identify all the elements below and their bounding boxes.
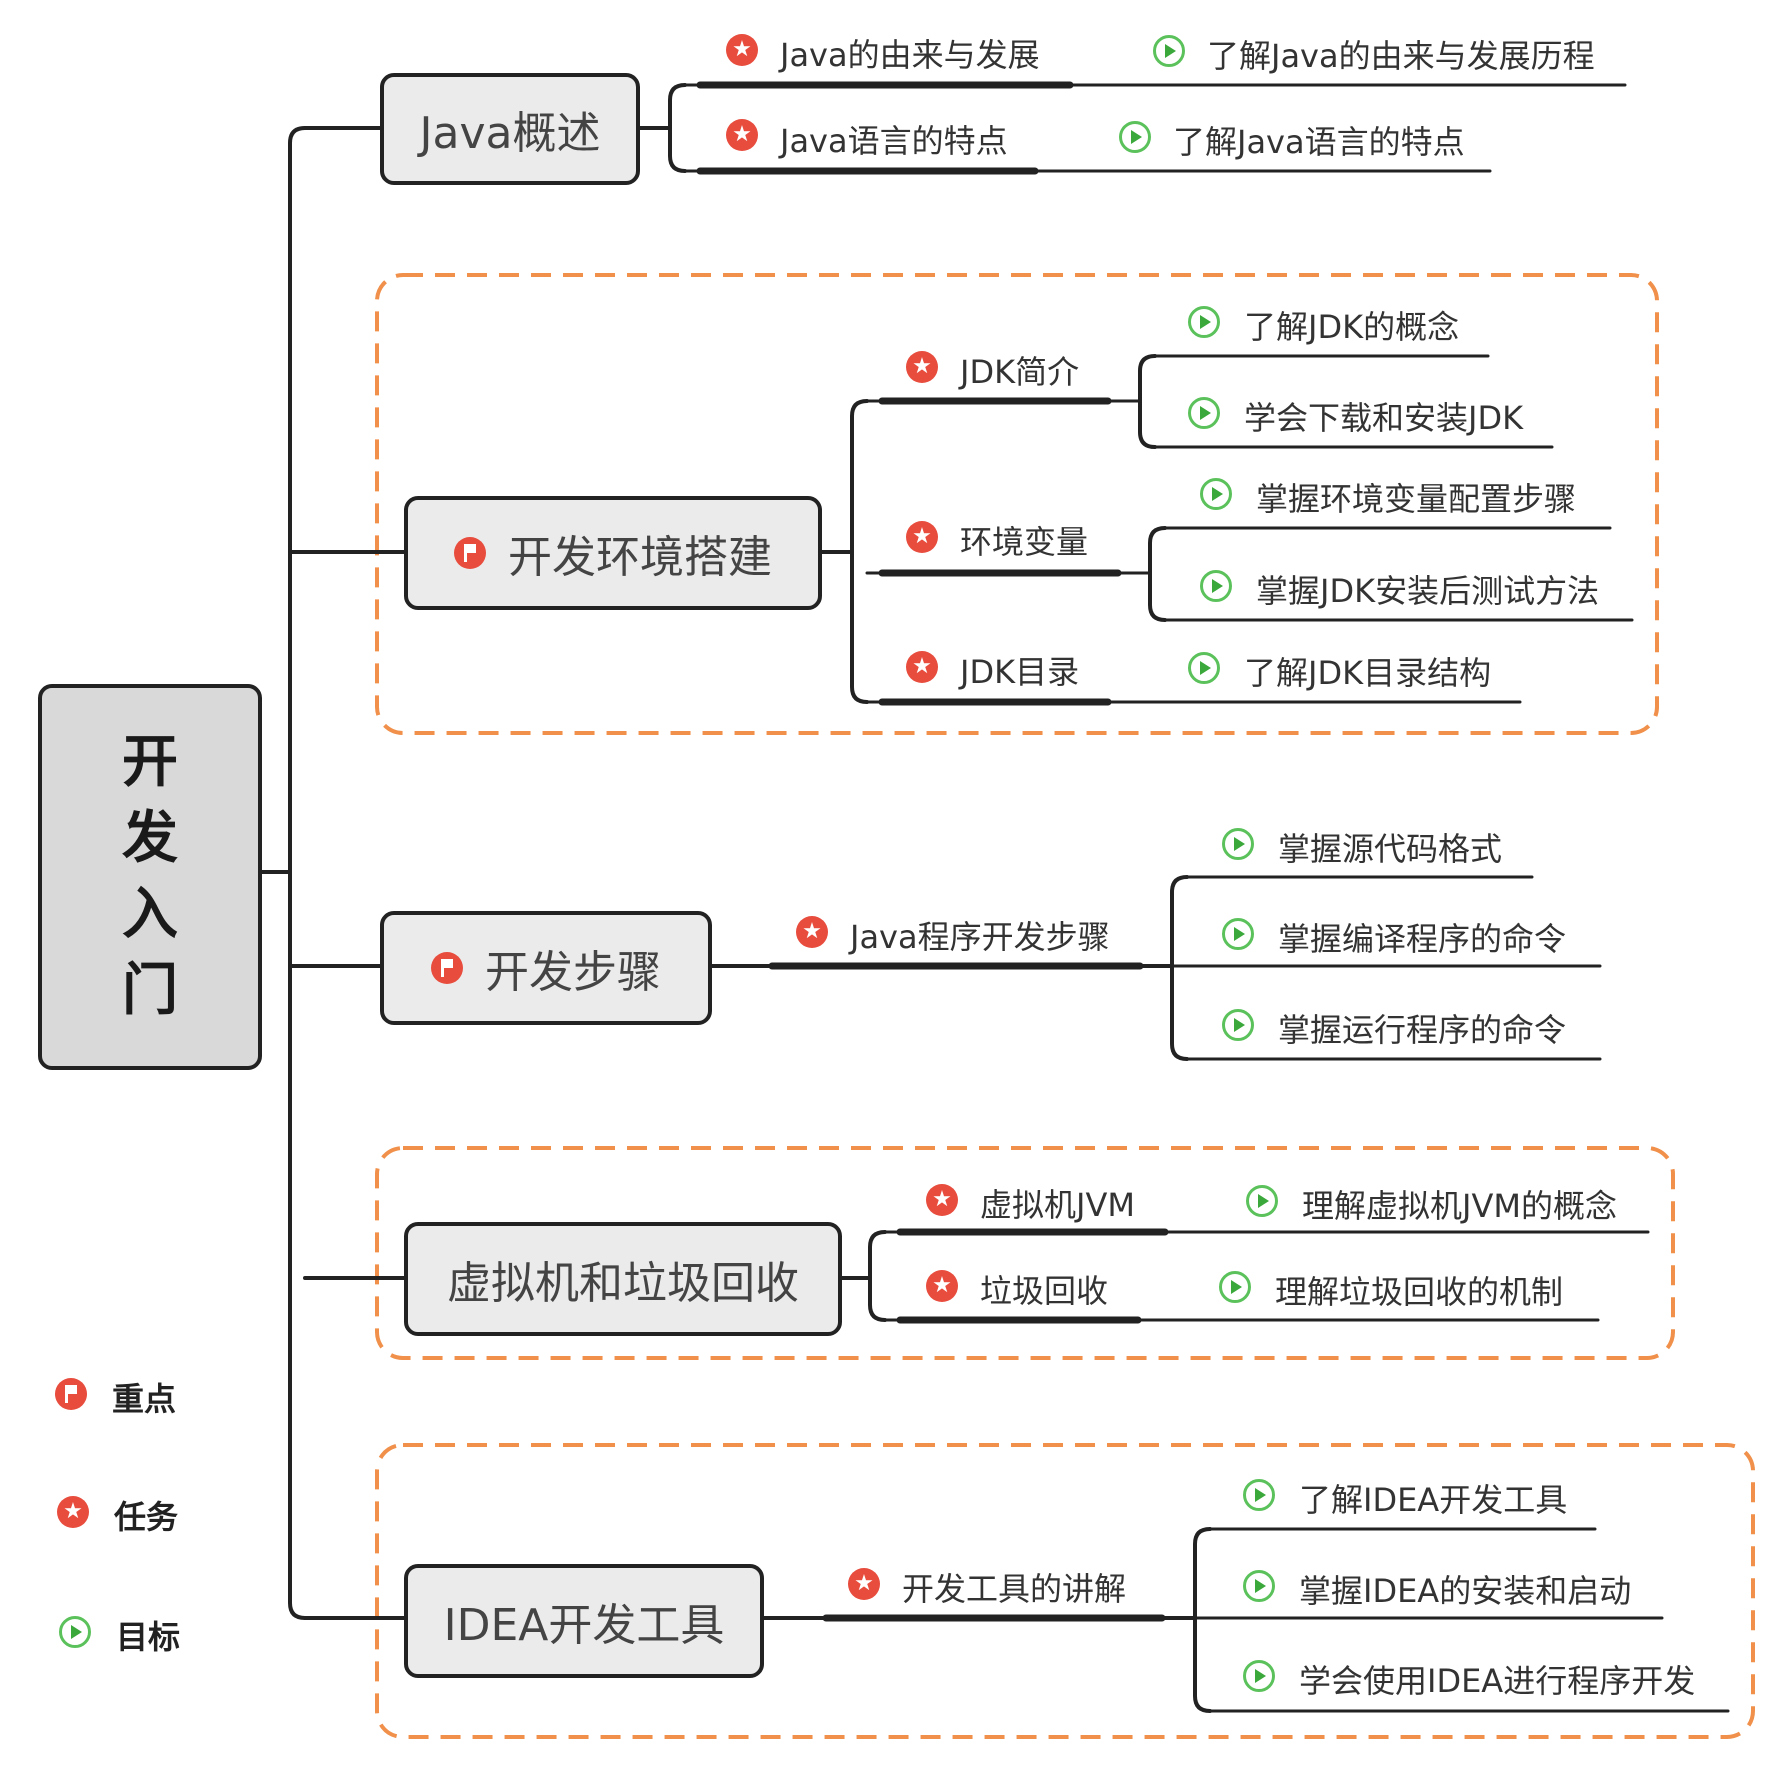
play-icon [1246, 1185, 1278, 1217]
play-icon [1222, 918, 1254, 950]
legend-label: 任务 [114, 1498, 179, 1536]
play-icon [1119, 121, 1151, 153]
branch-label: Java概述 [419, 108, 601, 159]
star-icon: ★ [906, 651, 938, 683]
play-icon [1188, 397, 1220, 429]
goal-label[interactable]: 理解垃圾回收的机制 [1275, 1273, 1564, 1311]
task-label[interactable]: 垃圾回收 [980, 1272, 1109, 1310]
legend-label: 目标 [116, 1618, 181, 1656]
star-icon: ★ [726, 119, 758, 151]
star-icon: ★ [848, 1568, 880, 1600]
goal-label[interactable]: 了解IDEA开发工具 [1299, 1481, 1568, 1519]
task-label[interactable]: Java的由来与发展 [780, 36, 1040, 74]
jdk-fork [1138, 354, 1157, 449]
play-icon [1200, 478, 1232, 510]
branch-env-setup[interactable]: 开发环境搭建 [404, 496, 822, 610]
branch-idea[interactable]: IDEA开发工具 [404, 1564, 764, 1678]
branch-dev-steps[interactable]: 开发步骤 [380, 911, 712, 1025]
goal-label[interactable]: 了解JDK的概念 [1244, 308, 1460, 346]
branch-jvm-gc[interactable]: 虚拟机和垃圾回收 [404, 1222, 842, 1336]
jvm-fork [868, 1230, 887, 1322]
goal-label[interactable]: 掌握编译程序的命令 [1278, 920, 1567, 958]
goal-label[interactable]: 掌握JDK安装后测试方法 [1256, 572, 1600, 610]
branch-java-overview[interactable]: Java概述 [380, 73, 640, 185]
goal-label[interactable]: 学会使用IDEA进行程序开发 [1299, 1662, 1696, 1700]
play-icon [59, 1616, 91, 1648]
task-label[interactable]: JDK目录 [960, 653, 1080, 691]
goal-label[interactable]: 了解Java的由来与发展历程 [1207, 37, 1595, 75]
var-fork [1148, 526, 1167, 622]
task-label[interactable]: JDK简介 [960, 353, 1080, 391]
highlight-frame-env [375, 273, 1659, 735]
star-icon: ★ [796, 916, 828, 948]
play-icon [1243, 1660, 1275, 1692]
flag-icon [454, 537, 486, 569]
root-label: 开发入门 [122, 730, 178, 1023]
branch-label: 开发步骤 [485, 947, 661, 998]
star-icon: ★ [926, 1270, 958, 1302]
star-icon: ★ [906, 521, 938, 553]
task-label[interactable]: Java语言的特点 [780, 122, 1008, 160]
highlight-frame-jvm [375, 1146, 1675, 1360]
task-label[interactable]: 开发工具的讲解 [902, 1570, 1127, 1608]
root-spine [288, 126, 307, 1620]
task-label[interactable]: Java程序开发步骤 [850, 918, 1110, 956]
flag-icon [55, 1378, 87, 1410]
flag-icon [431, 952, 463, 984]
goal-label[interactable]: 掌握运行程序的命令 [1278, 1011, 1567, 1049]
star-icon: ★ [906, 351, 938, 383]
play-icon [1243, 1570, 1275, 1602]
branch-label: 开发环境搭建 [508, 532, 772, 583]
task-label[interactable]: 虚拟机JVM [980, 1186, 1135, 1224]
java-fork [668, 83, 687, 173]
play-icon [1222, 828, 1254, 860]
goal-label[interactable]: 掌握环境变量配置步骤 [1256, 480, 1577, 518]
star-icon: ★ [726, 34, 758, 66]
goal-label[interactable]: 了解JDK目录结构 [1244, 654, 1492, 692]
root-node[interactable]: 开发入门 [38, 684, 262, 1070]
task-label[interactable]: 环境变量 [960, 523, 1089, 561]
play-icon [1153, 35, 1185, 67]
star-icon: ★ [926, 1184, 958, 1216]
goal-label[interactable]: 了解Java语言的特点 [1173, 123, 1465, 161]
play-icon [1188, 652, 1220, 684]
legend-label: 重点 [112, 1380, 177, 1418]
highlight-frame-idea [375, 1443, 1755, 1739]
goal-label[interactable]: 学会下载和安装JDK [1244, 399, 1524, 437]
env-fork [850, 399, 869, 704]
play-icon [1188, 306, 1220, 338]
play-icon [1222, 1009, 1254, 1041]
play-icon [1200, 570, 1232, 602]
goal-label[interactable]: 掌握IDEA的安装和启动 [1299, 1572, 1632, 1610]
play-icon [1243, 1479, 1275, 1511]
star-icon: ★ [57, 1496, 89, 1528]
idea-fork [1193, 1527, 1212, 1713]
branch-label: IDEA开发工具 [443, 1600, 725, 1651]
steps-fork [1170, 875, 1189, 1061]
goal-label[interactable]: 理解虚拟机JVM的概念 [1302, 1187, 1617, 1225]
branch-label: 虚拟机和垃圾回收 [447, 1258, 799, 1309]
goal-label[interactable]: 掌握源代码格式 [1278, 830, 1503, 868]
play-icon [1219, 1271, 1251, 1303]
